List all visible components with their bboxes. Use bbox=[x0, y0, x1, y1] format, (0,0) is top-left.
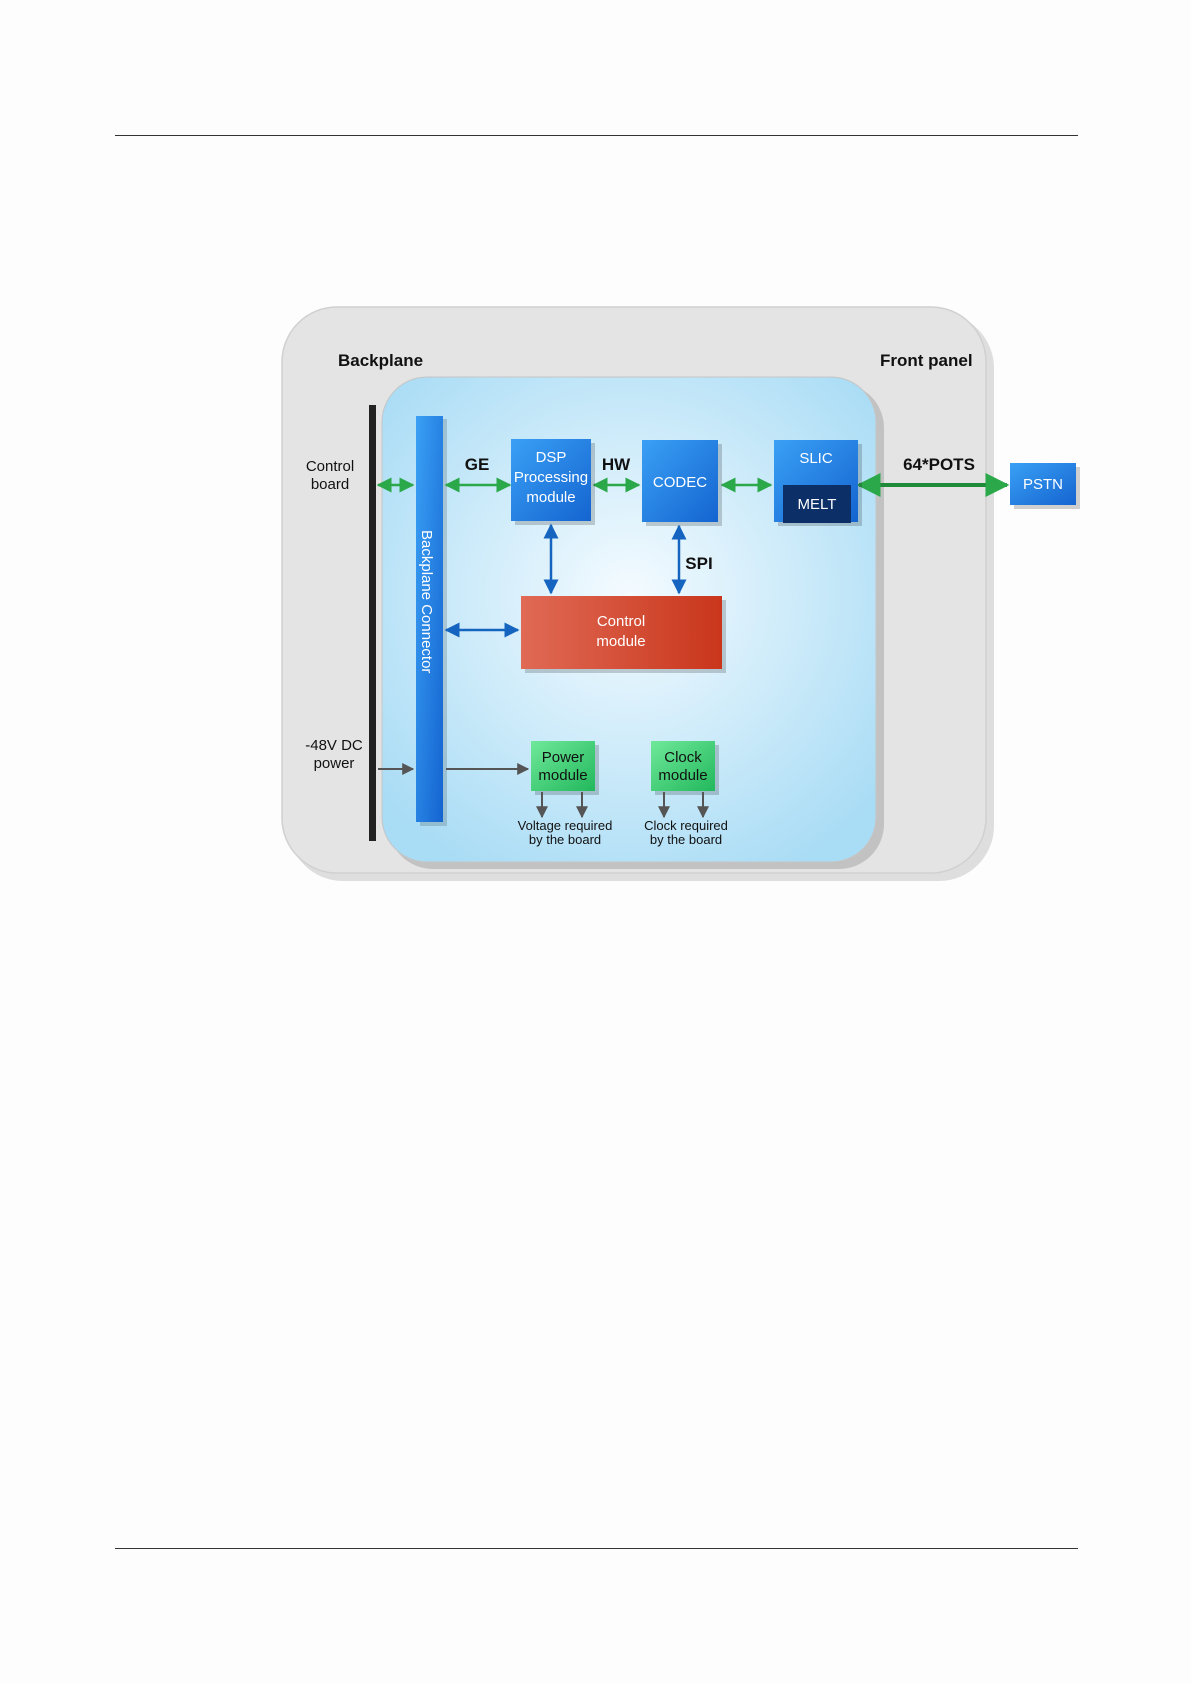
clock-note-line2: by the board bbox=[650, 832, 722, 847]
control-label-line1: Control bbox=[597, 613, 645, 630]
ge-label: GE bbox=[465, 455, 490, 474]
power-label-line2: module bbox=[538, 767, 587, 784]
clock-note-line1: Clock required bbox=[644, 818, 728, 833]
board-block-diagram: Backplane Connector Backplane Front pane… bbox=[280, 305, 1080, 885]
dc-power-label-line2: power bbox=[314, 755, 355, 772]
pstn-label: PSTN bbox=[1023, 476, 1063, 493]
dsp-label-line3: module bbox=[526, 489, 575, 506]
spi-label: SPI bbox=[685, 554, 712, 573]
clock-label-line1: Clock bbox=[664, 749, 702, 766]
hw-label: HW bbox=[602, 455, 631, 474]
voltage-note-line1: Voltage required bbox=[518, 818, 613, 833]
dsp-label-line1: DSP bbox=[536, 449, 567, 466]
backplane-connector-label: Backplane Connector bbox=[418, 530, 435, 673]
backplane-bar bbox=[369, 405, 376, 841]
codec-label: CODEC bbox=[653, 474, 707, 491]
slic-label: SLIC bbox=[799, 450, 833, 467]
melt-label: MELT bbox=[798, 496, 837, 513]
clock-label-line2: module bbox=[658, 767, 707, 784]
power-label-line1: Power bbox=[542, 749, 585, 766]
control-label-line2: module bbox=[596, 633, 645, 650]
dsp-label-line2: Processing bbox=[514, 469, 588, 486]
header-rule bbox=[115, 135, 1078, 136]
control-board-label-line1: Control bbox=[306, 458, 354, 475]
control-board-label-line2: board bbox=[311, 476, 349, 493]
pots-label: 64*POTS bbox=[903, 455, 975, 474]
backplane-label: Backplane bbox=[338, 351, 423, 370]
voltage-note-line2: by the board bbox=[529, 832, 601, 847]
front-panel-label: Front panel bbox=[880, 351, 973, 370]
dc-power-label-line1: -48V DC bbox=[305, 737, 363, 754]
footer-rule bbox=[115, 1548, 1078, 1549]
